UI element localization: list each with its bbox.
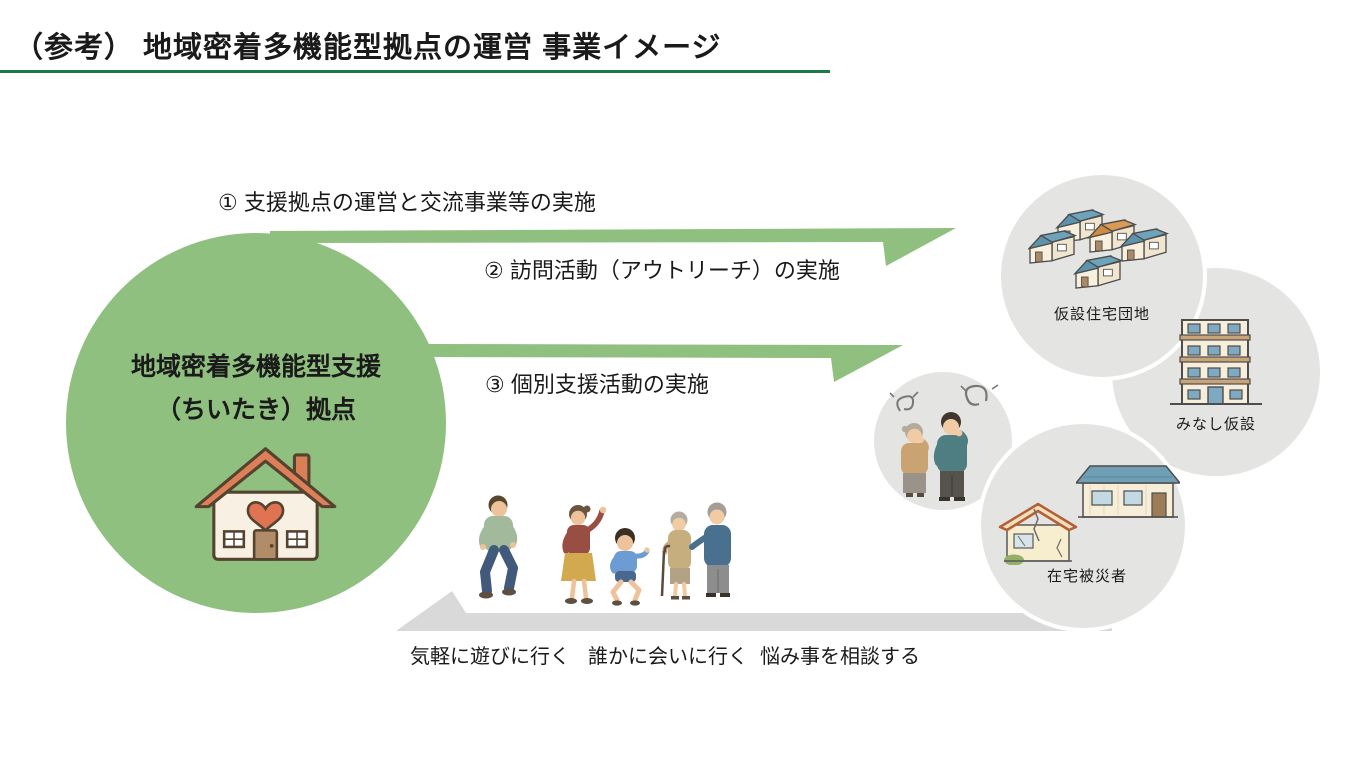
- temporary-housing-cluster-icon: [1028, 209, 1168, 289]
- arrow-1-label: ① 支援拠点の運営と交流事業等の実施: [218, 190, 596, 215]
- single-story-house-icon: [1076, 465, 1180, 518]
- arrow-3-label: ③ 個別支援活動の実施: [485, 372, 709, 397]
- apartment-building-icon: [1170, 319, 1262, 405]
- hub-name-line2: （ちいたき）拠点: [155, 396, 356, 424]
- walking-man-icon: [478, 495, 518, 599]
- house-with-heart-icon: [194, 447, 337, 561]
- action-label-1: 気軽に遊びに行く: [410, 646, 570, 668]
- arrow-2-label: ② 訪問活動（アウトリーチ）の実施: [484, 258, 840, 283]
- action-label-2: 誰かに会いに行く: [588, 646, 748, 668]
- hub-name: 地域密着多機能型支援 （ちいたき）拠点: [66, 346, 446, 432]
- running-child-icon: [610, 528, 650, 606]
- title-underline: [0, 70, 830, 73]
- elderly-couple-with-cane-icon: [660, 502, 731, 600]
- dest-label-minashi-kasetsu: みなし仮設: [1175, 416, 1256, 433]
- hub-name-line1: 地域密着多機能型支援: [130, 353, 381, 381]
- worried-elderly-couple-icon: [889, 384, 999, 501]
- page-title: （参考） 地域密着多機能型拠点の運営 事業イメージ: [14, 32, 722, 64]
- dest-label-kasetsu-danchi: 仮設住宅団地: [1053, 306, 1150, 323]
- waving-woman-icon: [561, 505, 607, 604]
- damaged-house-icon: [998, 502, 1078, 565]
- action-label-3: 悩み事を相談する: [760, 646, 920, 668]
- dest-label-zaitaku-hisaisha: 在宅被災者: [1046, 568, 1127, 585]
